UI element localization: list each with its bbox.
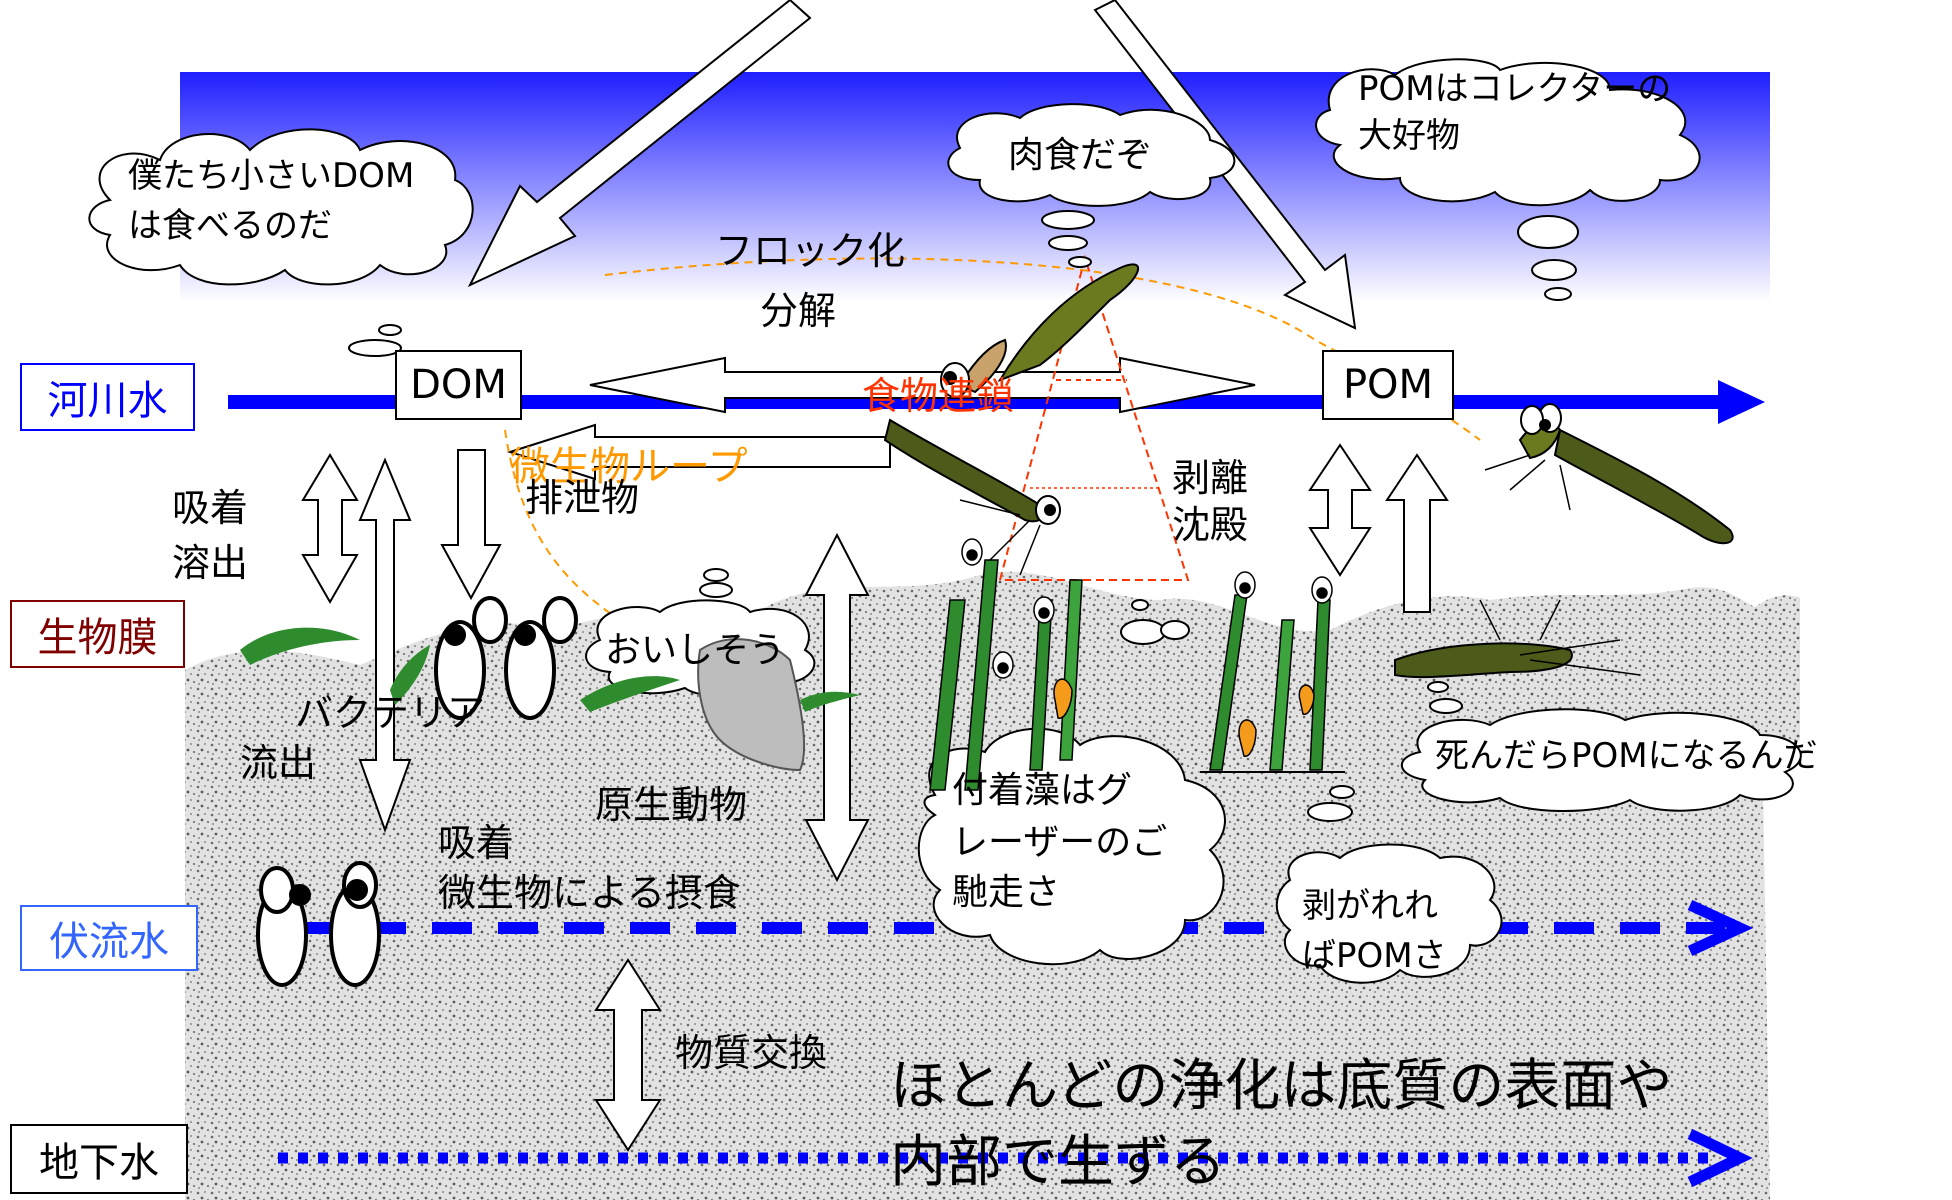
- bubble-peeled-line2: ばPOMさ: [1302, 936, 1447, 976]
- microbial-loop-arrow: [506, 423, 891, 481]
- material-exchange-arrow: [594, 958, 662, 1152]
- bubble-dead-pom-text: 死んだらPOMになるんだ: [1435, 736, 1818, 776]
- microbial-loop-curve-lower: [504, 429, 621, 621]
- bubble-peeled-line1: 剥がれれ: [1302, 886, 1438, 926]
- caddis-larva: [883, 418, 1061, 576]
- layer-label-groundwater: 地下水: [10, 1124, 188, 1194]
- microbial-loop-curve: [604, 257, 1481, 441]
- bacteria-outflow-arrow: [358, 457, 412, 833]
- algae-stalks-cluster-2: [1200, 571, 1345, 773]
- bubble-collector-line2: 大好物: [1358, 116, 1460, 156]
- food-chain-pyramid: [998, 254, 1190, 581]
- flocculation-label: フロック化: [715, 229, 906, 273]
- layer-label-river-water: 河川水: [20, 363, 195, 431]
- bubble-small-dom-line2: は食べるのだ: [128, 206, 332, 246]
- pom-box: POM: [1322, 350, 1454, 420]
- bubble-tasty-text: おいしそう: [605, 630, 786, 671]
- algae-blade-2: [390, 645, 430, 705]
- adsorption-elution-arrow: [301, 453, 359, 605]
- bubble-small-dom: [88, 128, 474, 357]
- decomposition-label: 分解: [760, 289, 837, 333]
- river-flow-arrowhead: [1718, 380, 1765, 424]
- detachment-label: 剥離: [1172, 456, 1249, 500]
- algae-blade-1: [240, 627, 360, 665]
- groundwater-flow-arrowhead: [1687, 1129, 1753, 1187]
- adsorption-label: 吸着: [172, 486, 249, 530]
- bubble-carnivore-text: 肉食だぞ: [1008, 135, 1153, 176]
- dom-box: DOM: [395, 350, 522, 420]
- microbial-loop-label: 微生物ループ: [510, 444, 748, 490]
- layer-label-hyporheic: 伏流水: [20, 905, 198, 971]
- detach-sediment-double-arrow: [1308, 443, 1372, 577]
- hyporheic-flow-arrowhead: [1687, 900, 1754, 956]
- bubble-peeled: [1275, 843, 1503, 984]
- outflow-label: 流出: [240, 741, 317, 785]
- bubble-collector: [1315, 58, 1701, 301]
- algae-blade-3: [580, 676, 680, 712]
- sediment-top-right: [1740, 595, 1800, 740]
- floc-decomp-double-arrow: [589, 356, 1256, 414]
- bacteria-eyes-top: [434, 596, 578, 720]
- grey-rock: [697, 638, 806, 772]
- pebbles-right: [1120, 599, 1190, 645]
- conclusion-line-1: ほとんどの浄化は底質の表面や: [890, 1054, 1673, 1119]
- bubble-grazer-line1: 付着藻はグ: [952, 770, 1133, 811]
- bubble-collector-line1: POMはコレクターの: [1358, 69, 1672, 109]
- right-larva: [1484, 403, 1734, 545]
- bubble-grazer-line2: レーザーのご: [952, 822, 1168, 863]
- excretion-down-arrow: [440, 449, 502, 601]
- conclusion-line-2: 内部で生ずる: [890, 1130, 1226, 1195]
- food-chain-label: 食物連鎖: [862, 374, 1015, 418]
- microbial-feeding-label: 微生物による摂食: [438, 871, 741, 915]
- bubble-grazer-line3: 馳走さ: [952, 872, 1061, 913]
- pom-up-arrow: [1385, 453, 1449, 613]
- sunlight-arrow-left: [467, 0, 812, 288]
- elution-label: 溶出: [172, 541, 249, 585]
- excretion-label: 排泄物: [525, 476, 640, 520]
- bubble-small-dom-line1: 僕たち小さいDOM: [128, 156, 415, 196]
- algae-blade-4: [800, 691, 860, 712]
- bubble-carnivore: [947, 103, 1236, 268]
- sedimentation-label: 沈殿: [1172, 503, 1249, 547]
- carnivore-larva: [940, 263, 1140, 398]
- protozoa-label: 原生動物: [595, 783, 748, 827]
- material-exchange-label: 物質交換: [675, 1031, 828, 1075]
- algae-stalks-cluster-1: [929, 538, 1083, 791]
- bubble-grazer: [917, 727, 1355, 966]
- bacteria-label: バクテリア: [295, 691, 486, 735]
- dead-larva: [1394, 599, 1641, 679]
- layer-label-biofilm: 生物膜: [10, 600, 185, 668]
- bacteria-eyes-bottom: [256, 861, 381, 987]
- bubble-dead-pom: [1400, 681, 1802, 812]
- protozoa-vertical-arrow: [804, 532, 870, 883]
- adsorption-sediment-label: 吸着: [438, 821, 515, 865]
